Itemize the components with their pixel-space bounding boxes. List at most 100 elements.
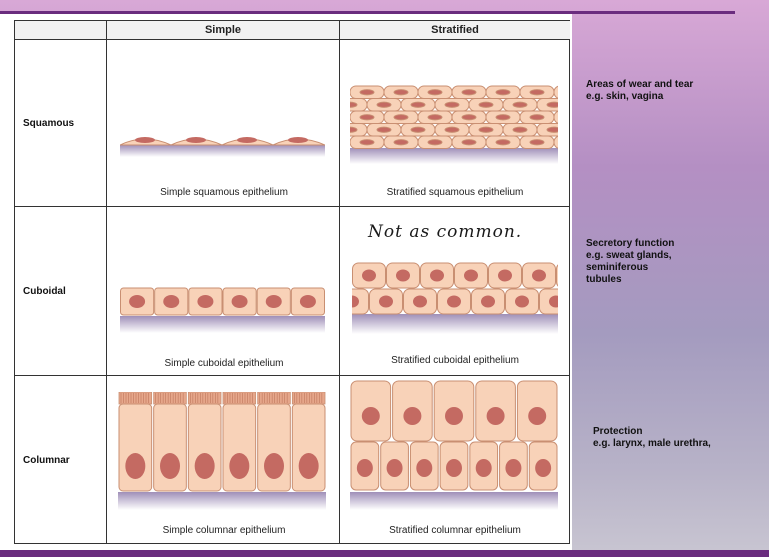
- microvilli: [153, 392, 187, 405]
- cell-nucleus: [529, 139, 545, 146]
- cell-nucleus: [350, 126, 358, 133]
- cell-nucleus: [549, 295, 558, 308]
- cell-nucleus: [430, 269, 444, 282]
- cell-nucleus: [528, 407, 547, 425]
- cell-nucleus: [359, 114, 375, 121]
- note-line: e.g. larynx, male urethra,: [593, 438, 711, 449]
- cell-nucleus: [478, 126, 494, 133]
- cell-nucleus: [495, 89, 511, 96]
- note-line: e.g. skin, vagina: [586, 91, 664, 102]
- cell-nucleus: [532, 269, 546, 282]
- cell-nucleus: [535, 459, 552, 477]
- cell-nucleus: [444, 126, 460, 133]
- cell-nucleus: [393, 89, 409, 96]
- caption-stratified-cuboidal: Stratified cuboidal epithelium: [391, 355, 519, 366]
- cell-nucleus: [298, 453, 319, 479]
- cell-nucleus: [461, 114, 477, 121]
- cell-nucleus: [444, 101, 460, 108]
- cell-nucleus: [461, 89, 477, 96]
- cell-nucleus: [160, 453, 180, 479]
- squamous-cell: [553, 135, 558, 149]
- row-label-columnar: Columnar: [23, 454, 70, 466]
- cell-nucleus: [447, 295, 461, 308]
- cell-nucleus: [475, 459, 492, 477]
- cuboidal-cell: [539, 288, 558, 315]
- microvilli: [118, 392, 153, 405]
- cell-nucleus: [512, 101, 528, 108]
- grid-line: [15, 375, 569, 376]
- caption-stratified-columnar: Stratified columnar epithelium: [389, 525, 521, 536]
- cell-nucleus: [359, 89, 375, 96]
- cuboidal-cell: [556, 264, 558, 287]
- cell-nucleus: [495, 114, 511, 121]
- column-header-simple: Simple: [107, 21, 339, 39]
- cell-nucleus: [486, 407, 505, 425]
- cell-nucleus: [379, 295, 393, 308]
- squamous-cell: [553, 110, 558, 124]
- note-line: e.g. sweat glands,: [586, 250, 672, 261]
- cell-nucleus: [427, 139, 443, 146]
- cell-nucleus: [498, 269, 512, 282]
- cell-nucleus: [464, 269, 478, 282]
- caption-simple-squamous: Simple squamous epithelium: [160, 187, 288, 198]
- epithelium-classification-table: Simple Stratified Squamous Cuboidal Colu…: [14, 20, 570, 544]
- squamous-cell: [553, 85, 558, 99]
- grid-line: [15, 206, 569, 207]
- stratified-columnar-illustration: [350, 380, 558, 510]
- stratified-squamous-illustration: [350, 85, 558, 164]
- cell-nucleus: [229, 453, 250, 479]
- cell-nucleus: [299, 295, 316, 308]
- caption-simple-columnar: Simple columnar epithelium: [162, 525, 286, 536]
- cell-nucleus: [356, 459, 373, 477]
- bottom-accent-line: [0, 550, 769, 557]
- cell-nucleus: [163, 295, 180, 308]
- cell-nucleus: [529, 114, 545, 121]
- cell-nucleus: [427, 89, 443, 96]
- microvilli: [257, 392, 291, 405]
- grid-line: [106, 21, 107, 543]
- cell-nucleus: [264, 453, 284, 479]
- microvilli: [222, 392, 257, 405]
- top-accent-line: [0, 11, 735, 14]
- cell-nucleus: [125, 453, 146, 479]
- cell-nucleus: [403, 407, 422, 425]
- header-corner: [15, 21, 106, 39]
- cuboidal-cell: [352, 288, 369, 315]
- cell-nucleus: [512, 126, 528, 133]
- note-line: Secretory function: [586, 238, 675, 249]
- note-line: seminiferous: [586, 262, 649, 273]
- simple-squamous-illustration: [120, 137, 325, 157]
- cell-nucleus: [376, 126, 392, 133]
- simple-columnar-illustration: [118, 392, 326, 510]
- cell-nucleus: [362, 269, 376, 282]
- cell-nucleus: [386, 459, 403, 477]
- cell-nucleus: [361, 407, 380, 425]
- grid-line: [339, 21, 340, 543]
- cell-nucleus: [446, 459, 462, 477]
- cell-nucleus: [478, 101, 494, 108]
- cell-nucleus: [546, 101, 558, 108]
- stratified-cuboidal-illustration: [352, 262, 558, 334]
- note-squamous: Areas of wear and tear e.g. skin, vagina: [586, 79, 693, 103]
- cell-nucleus: [410, 101, 426, 108]
- cell-nucleus: [129, 295, 146, 308]
- cell-nucleus: [495, 139, 511, 146]
- cell-nucleus: [393, 139, 409, 146]
- cell-nucleus: [265, 295, 282, 308]
- note-cuboidal: Secretory function e.g. sweat glands, se…: [586, 238, 674, 286]
- caption-simple-cuboidal: Simple cuboidal epithelium: [164, 358, 284, 369]
- row-label-squamous: Squamous: [23, 117, 75, 129]
- row-label-cuboidal: Cuboidal: [23, 285, 66, 297]
- cell-nucleus: [231, 295, 248, 308]
- cell-nucleus: [393, 114, 409, 121]
- cell-nucleus: [515, 295, 529, 308]
- note-columnar: Protection e.g. larynx, male urethra,: [593, 426, 711, 450]
- handwritten-annotation: Not as common.: [368, 222, 523, 242]
- cell-nucleus: [505, 459, 522, 477]
- cell-nucleus: [529, 89, 545, 96]
- cell-nucleus: [410, 126, 426, 133]
- note-line: tubules: [586, 274, 622, 285]
- cell-nucleus: [359, 139, 375, 146]
- cell-nucleus: [396, 269, 410, 282]
- grid-line: [15, 39, 569, 40]
